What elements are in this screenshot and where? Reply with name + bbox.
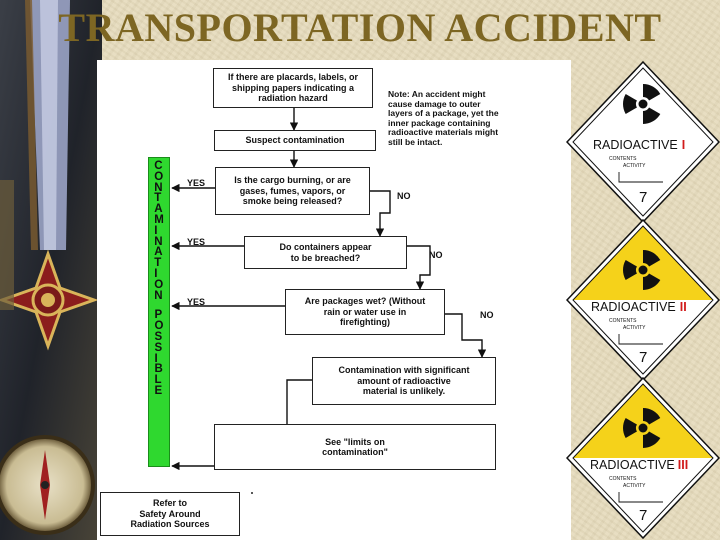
- question-packages-wet: Are packages wet? (Without rain or water…: [285, 289, 445, 335]
- placard-label: RADIOACTIVE: [591, 300, 676, 314]
- placard-numeral: III: [678, 458, 688, 472]
- limits-on-contamination-box: See "limits on contamination": [214, 424, 496, 470]
- bar-letter: O: [154, 320, 164, 333]
- placard-numeral: II: [680, 300, 687, 314]
- question-containers-breached: Do containers appear to be breached?: [244, 236, 407, 269]
- no-label: NO: [397, 191, 411, 201]
- radioactive-placards: RADIOACTIVE I CONTENTS ACTIVITY 7 RADIOAC…: [566, 60, 720, 540]
- contamination-unlikely-box: Contamination with significant amount of…: [312, 357, 496, 405]
- yes-label: YES: [187, 237, 206, 247]
- bar-letter: O: [154, 278, 164, 291]
- yes-label: YES: [187, 297, 206, 307]
- placard-radioactive-2: RADIOACTIVE II CONTENTS ACTIVITY 7: [566, 218, 720, 382]
- medal-photo-image: [0, 0, 102, 540]
- placard-numeral: I: [682, 138, 685, 152]
- bar-letter: M: [154, 213, 164, 226]
- bar-letter: L: [154, 374, 162, 387]
- placard-label: RADIOACTIVE: [593, 138, 678, 152]
- contents-label: CONTENTS: [609, 476, 637, 482]
- flowchart-connectors: [171, 98, 487, 494]
- class-number: 7: [639, 189, 647, 206]
- contents-label: CONTENTS: [609, 156, 637, 162]
- question-cargo-burning: Is the cargo burning, or are gases, fume…: [215, 167, 370, 215]
- bar-letter: B: [154, 363, 163, 376]
- no-label: NO: [429, 250, 443, 260]
- placard-label: RADIOACTIVE: [590, 458, 675, 472]
- bar-letter: N: [154, 181, 163, 194]
- bar-letter: A: [154, 203, 163, 216]
- bar-letter: N: [154, 235, 163, 248]
- start-condition-box: If there are placards, labels, or shippi…: [213, 68, 373, 108]
- bar-letter: E: [154, 384, 163, 397]
- slide-title: TRANSPORTATION ACCIDENT: [58, 5, 662, 50]
- bar-letter: A: [154, 246, 163, 259]
- bar-letter: P: [154, 309, 163, 322]
- bar-letter: I: [154, 224, 158, 237]
- bar-letter: N: [154, 289, 163, 302]
- yes-label: YES: [187, 178, 206, 188]
- bar-letter: T: [154, 257, 162, 270]
- placard-radioactive-1: RADIOACTIVE I CONTENTS ACTIVITY 7: [566, 60, 720, 224]
- activity-label: ACTIVITY: [623, 483, 646, 489]
- no-label: NO: [480, 310, 494, 320]
- class-number: 7: [639, 507, 647, 524]
- medal-icon: [0, 249, 99, 351]
- bar-letter: O: [154, 170, 164, 183]
- bar-letter: T: [154, 192, 162, 205]
- bar-letter: S: [154, 330, 163, 343]
- bar-letter: S: [154, 341, 163, 354]
- bar-letter: I: [154, 352, 158, 365]
- bar-letter: I: [154, 267, 158, 280]
- class-number: 7: [639, 349, 647, 366]
- flowchart-panel: If there are placards, labels, or shippi…: [97, 60, 571, 540]
- activity-label: ACTIVITY: [623, 325, 646, 331]
- bar-letter: C: [154, 160, 163, 172]
- contents-label: CONTENTS: [609, 318, 637, 324]
- note-text: Note: An accident might cause damage to …: [388, 89, 499, 147]
- activity-label: ACTIVITY: [623, 163, 646, 169]
- refer-to-safety-box: Refer to Safety Around Radiation Sources: [100, 492, 240, 536]
- suspect-contamination-box: Suspect contamination: [214, 130, 376, 151]
